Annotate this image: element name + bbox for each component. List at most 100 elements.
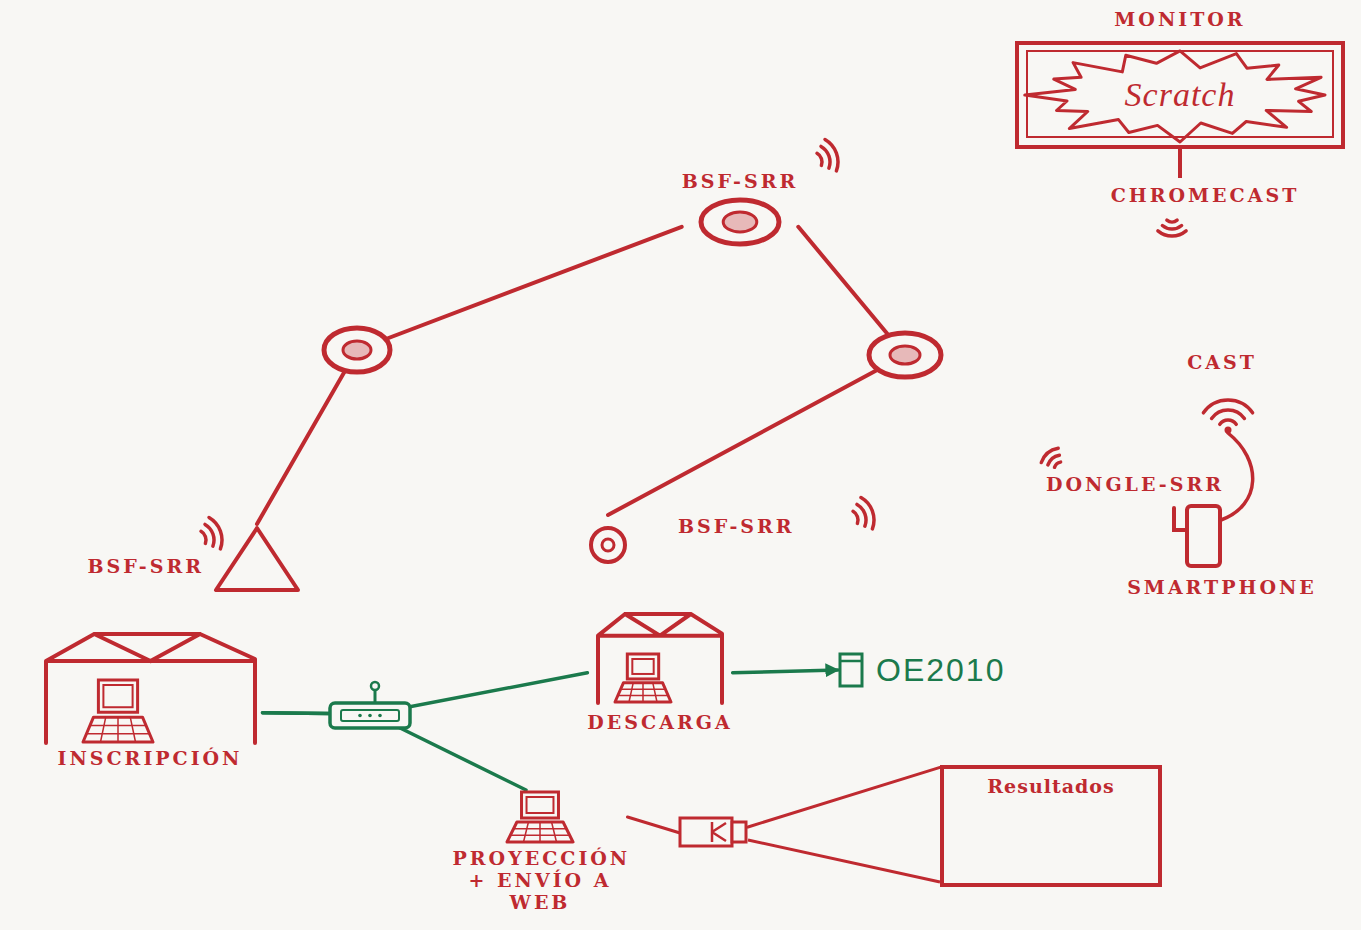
station-circle xyxy=(701,200,779,244)
smartphone: SMARTPHONE xyxy=(1127,500,1317,599)
wifi-arc xyxy=(861,498,874,529)
chromecast-signal xyxy=(1158,220,1186,236)
storage-node-drawing xyxy=(838,652,864,688)
wifi-arc xyxy=(821,146,830,168)
base-station-shape xyxy=(583,525,633,565)
station-circle xyxy=(591,528,625,562)
connector xyxy=(628,767,941,833)
projection-laptop-shape xyxy=(505,790,575,844)
station-triangle xyxy=(216,528,298,590)
base-station-shape xyxy=(698,197,782,247)
wifi-arc xyxy=(1220,420,1236,424)
download-tent-drawing xyxy=(590,610,730,705)
relay-circle-core xyxy=(890,346,920,364)
wifi-arc xyxy=(1162,226,1181,229)
relay-circle xyxy=(324,328,390,372)
node-text: Resultados xyxy=(987,775,1114,798)
wifi-arc xyxy=(201,531,206,543)
wifi-arc xyxy=(1055,462,1061,467)
wifi-arc xyxy=(209,518,222,549)
laptop-keys xyxy=(618,683,668,702)
storage-node-shape xyxy=(838,652,864,688)
wifi-symbol xyxy=(817,140,838,171)
smartphone-drawing xyxy=(1162,500,1232,570)
wifi-arc xyxy=(1212,410,1245,419)
wifi-symbol xyxy=(1041,448,1060,467)
projector-mark xyxy=(712,822,726,842)
switch-led xyxy=(378,714,382,718)
node-text: BSF-SRR xyxy=(682,170,799,193)
switch-led xyxy=(358,714,362,718)
projection-laptop: PROYECCIÓN + ENVÍO A WEB xyxy=(453,790,628,914)
node-text: PROYECCIÓN + ENVÍO A WEB xyxy=(453,848,628,914)
device-label: DONGLE-SRR xyxy=(1046,473,1224,496)
laptop-screen xyxy=(627,654,658,679)
monitor: MONITOR Scratch xyxy=(1015,8,1345,149)
relay-circle-core xyxy=(343,341,371,359)
smartphone-symbol xyxy=(1187,506,1220,566)
wifi-arc xyxy=(1041,448,1058,462)
monitor-shape: Scratch xyxy=(1015,41,1345,149)
projector xyxy=(680,818,732,846)
laptop-keyboard xyxy=(507,822,573,842)
antenna-cable xyxy=(1221,433,1253,520)
smartphone-shape xyxy=(1162,500,1232,570)
connector xyxy=(257,227,682,524)
registration-tent-drawing xyxy=(38,630,263,745)
connector xyxy=(733,670,838,673)
cast-signal xyxy=(1203,400,1252,424)
wifi-arc xyxy=(825,140,838,171)
laptop-screen xyxy=(98,680,137,712)
connector xyxy=(608,227,905,515)
relay-circle xyxy=(869,333,941,377)
monitor-stand xyxy=(1178,149,1182,178)
projection-beam xyxy=(748,840,940,882)
laptop-keyboard xyxy=(83,717,153,742)
node-text: BSF-SRR xyxy=(87,555,204,578)
wifi-arc xyxy=(817,153,822,165)
laptop-keys xyxy=(510,822,569,842)
switch-led xyxy=(368,714,372,718)
device-label: CAST xyxy=(1187,351,1257,374)
wifi-arc xyxy=(1158,231,1186,236)
base-station: BSF-SRR xyxy=(87,524,302,594)
wifi-arc xyxy=(1048,455,1060,465)
wifi-arc xyxy=(857,504,866,526)
laptop-display xyxy=(103,685,132,707)
registration-tent: INSCRIPCIÓN xyxy=(38,630,263,770)
storage-node: OE2010 xyxy=(838,651,1005,689)
wifi-arc xyxy=(853,511,858,523)
base-station-shape xyxy=(212,524,302,594)
base-station: BSF-SRR xyxy=(682,170,799,247)
projector-lens xyxy=(732,822,746,842)
wifi-symbol xyxy=(201,518,222,549)
laptop-keys xyxy=(86,717,149,742)
tent xyxy=(598,614,722,703)
switch-antenna xyxy=(374,690,377,703)
wifi-arc xyxy=(205,524,214,546)
download-tent: DESCARGA xyxy=(587,610,732,734)
wifi-symbol xyxy=(853,498,874,529)
station-core xyxy=(602,539,614,551)
wifi-arc xyxy=(1203,400,1252,413)
base-station: BSF-SRR xyxy=(583,515,795,565)
node-text: OE2010 xyxy=(876,651,1005,689)
wifi-arc xyxy=(1167,220,1177,222)
laptop-display xyxy=(632,659,653,674)
network-switch xyxy=(330,703,410,728)
registration-tent-shape xyxy=(38,630,263,745)
node-text: MONITOR xyxy=(1114,8,1245,31)
storage-box xyxy=(840,654,862,686)
base-station-drawing xyxy=(212,524,302,594)
base-station-drawing xyxy=(583,525,633,565)
laptop-screen xyxy=(522,792,559,818)
station-core xyxy=(723,212,757,232)
switch-antenna-tip xyxy=(371,682,379,690)
base-station-drawing xyxy=(698,197,782,247)
tent xyxy=(46,634,255,743)
switch-panel xyxy=(341,710,399,721)
laptop-keyboard xyxy=(615,683,671,702)
device-label: CHROMECAST xyxy=(1111,184,1300,207)
monitor-frame xyxy=(1017,43,1343,147)
